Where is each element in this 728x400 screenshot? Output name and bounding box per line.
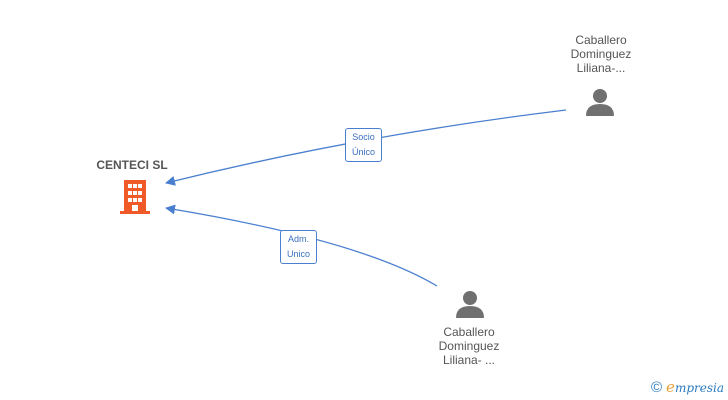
company-name[interactable]: CENTECI SL [96,158,168,172]
person-bottom-name-line: Caballero [443,325,495,339]
person-top-name[interactable]: Caballero Dominguez Liliana-... [546,33,656,75]
edge-adm-unico [165,204,438,287]
person-bottom-name-line: Dominguez [438,339,500,353]
person-top-name-line: Dominguez [570,47,632,61]
person-top-name-line: Caballero [575,33,627,47]
copyright-brand[interactable]: © empresia [651,378,724,396]
person-bottom-name-line: Liliana- ... [442,353,496,367]
relation-label-line: Único [352,147,376,157]
person-icon[interactable] [586,88,614,116]
person-bottom-name[interactable]: Caballero Dominguez Liliana- ... [414,325,524,367]
relation-label-socio-unico[interactable]: Socio Único [345,128,383,162]
brand-initial: e [666,378,675,396]
brand-rest: mpresia [674,381,724,395]
person-icon[interactable] [456,290,484,318]
empresia-logo[interactable]: empresia [666,378,724,396]
relation-label-line: Adm. [288,234,310,244]
building-icon[interactable] [120,180,150,214]
person-top-name-line: Liliana-... [576,61,626,75]
relation-label-line: Socio [352,132,375,142]
relation-label-adm-unico[interactable]: Adm. Unico [280,230,318,264]
relation-label-line: Unico [287,249,311,259]
copyright-icon: © [650,378,663,396]
